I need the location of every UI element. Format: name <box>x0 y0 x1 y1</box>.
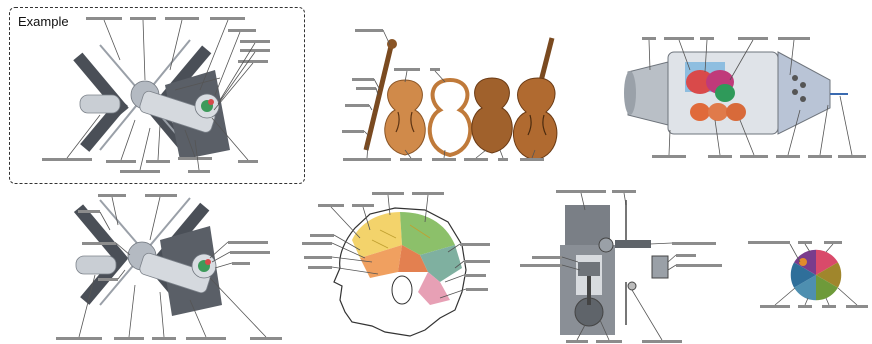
engine-cylinder <box>520 190 722 343</box>
engine-nozzle <box>624 62 668 125</box>
violin-complete <box>513 38 556 160</box>
cylinder-block <box>560 205 615 335</box>
color-wheel <box>748 241 868 308</box>
space-station-example <box>42 17 270 173</box>
color-wheel-segments <box>790 249 842 301</box>
violin-assembly <box>342 29 557 161</box>
phrenology-head <box>302 192 490 336</box>
spacecraft-module <box>624 37 866 158</box>
violin-label-bars <box>342 29 544 161</box>
command-module-cone <box>778 52 848 134</box>
space-station-test <box>56 194 282 340</box>
violin-back-plate <box>472 78 512 153</box>
engine-label-bars <box>520 190 722 343</box>
violin-ribs <box>430 80 470 155</box>
violin-top-plate <box>385 80 425 155</box>
